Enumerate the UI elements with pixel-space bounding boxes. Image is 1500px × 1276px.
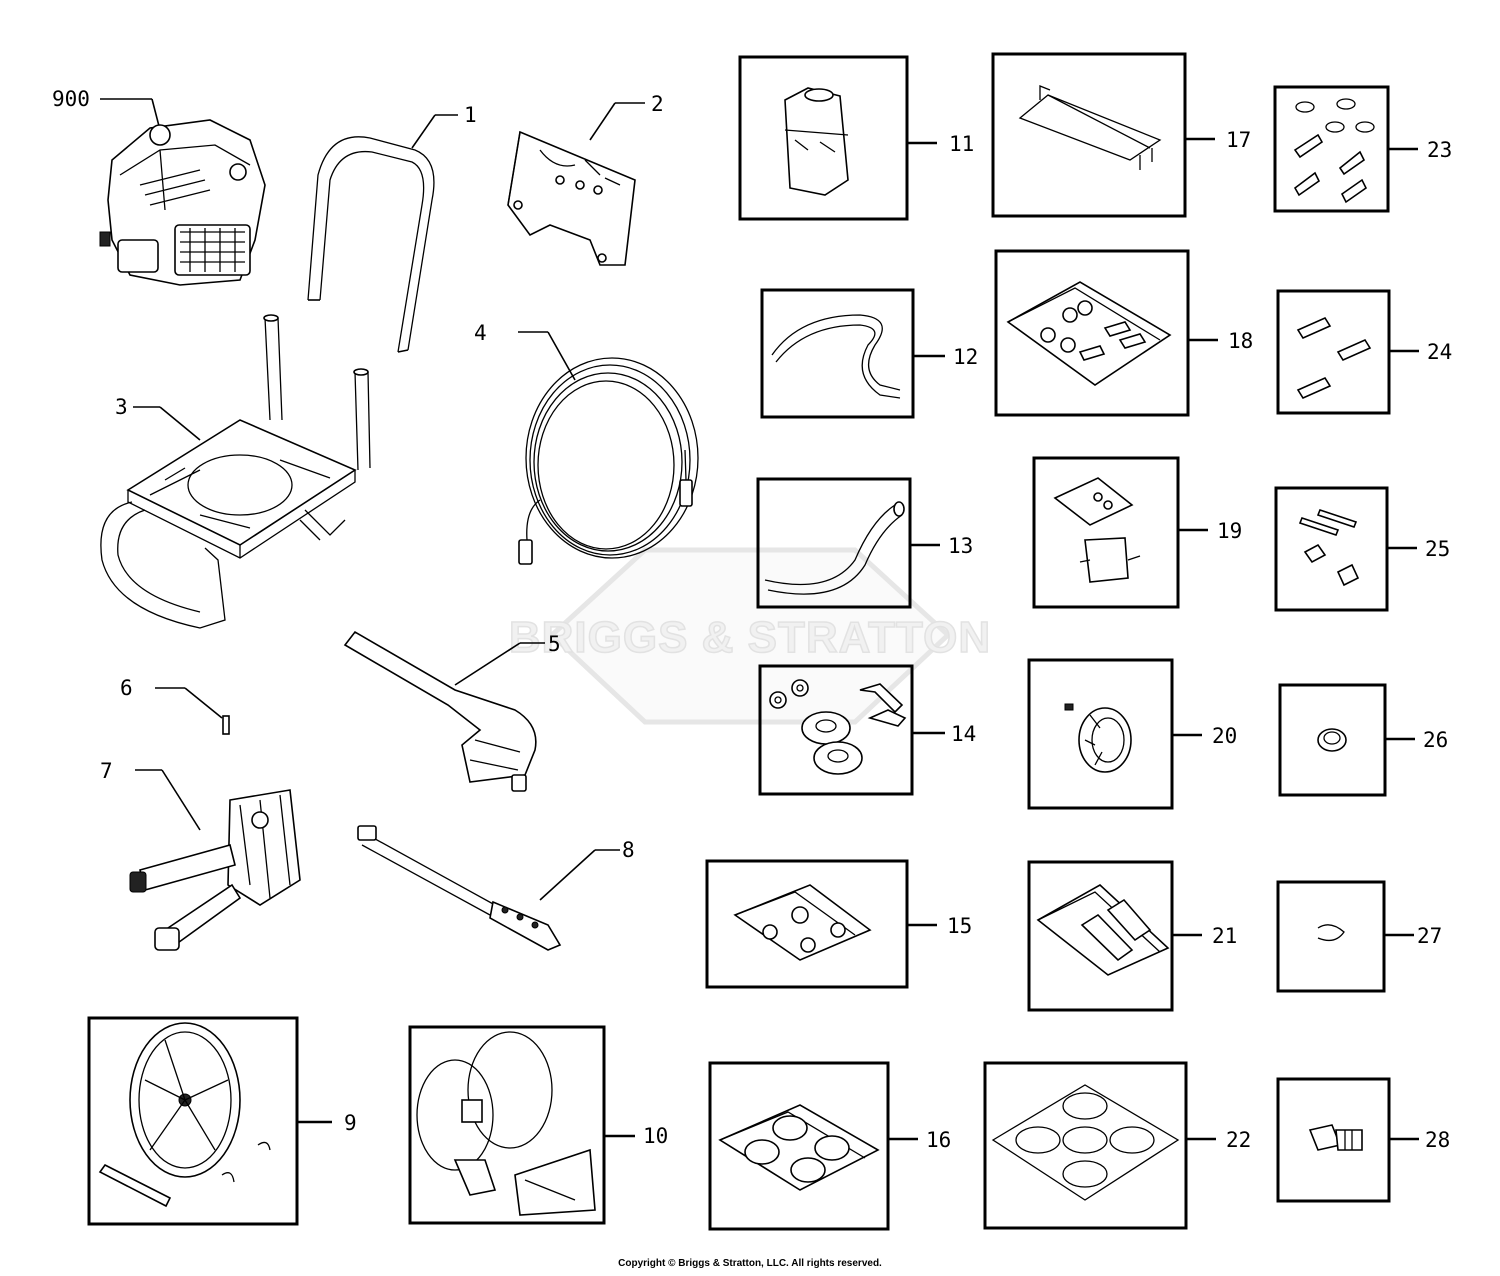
part-4[interactable]: 11 (738, 55, 974, 221)
callout-label-8: 25 (1425, 537, 1450, 561)
part-9[interactable]: 26 (1278, 683, 1448, 797)
part-26[interactable]: 6 (120, 676, 230, 735)
callout-label-24: 5 (548, 632, 561, 656)
callout-label-26: 6 (120, 676, 133, 700)
callout-label-4: 11 (949, 132, 974, 156)
part-17[interactable]: 12 (760, 288, 978, 419)
callout-label-15: 19 (1217, 519, 1242, 543)
callout-label-7: 24 (1427, 340, 1452, 364)
callout-label-25: 4 (474, 321, 487, 345)
part-5[interactable]: 17 (991, 52, 1251, 218)
part-2[interactable]: 1 (307, 103, 477, 353)
part-27[interactable]: 7 (100, 759, 301, 951)
callout-label-16: 18 (1228, 329, 1253, 353)
callout-label-5: 17 (1226, 128, 1251, 152)
callout-label-12: 22 (1226, 1128, 1251, 1152)
callout-label-14: 20 (1212, 724, 1237, 748)
part-18[interactable]: 13 (756, 477, 973, 609)
callout-label-27: 7 (100, 759, 113, 783)
part-6[interactable]: 23 (1273, 85, 1452, 213)
part-7[interactable]: 24 (1276, 289, 1452, 415)
part-16[interactable]: 18 (994, 249, 1253, 417)
part-20[interactable]: 15 (705, 859, 972, 989)
watermark: BRIGGS & STRATTON (508, 547, 991, 725)
part-12[interactable]: 22 (983, 1061, 1251, 1230)
callout-label-22: 10 (643, 1124, 668, 1148)
part-25[interactable]: 4 (474, 321, 699, 565)
callout-label-900: 900 (52, 87, 90, 111)
callout-label-23: 8 (622, 838, 635, 862)
part-23[interactable]: 8 (357, 825, 635, 951)
part-1[interactable]: 3 (100, 314, 371, 629)
part-28[interactable]: 9 (87, 1016, 357, 1226)
callout-label-10: 27 (1417, 924, 1442, 948)
part-22[interactable]: 10 (408, 1025, 668, 1225)
callout-label-18: 13 (948, 534, 973, 558)
callout-label-2: 1 (464, 103, 477, 127)
callout-label-20: 15 (947, 914, 972, 938)
part-13[interactable]: 21 (1027, 860, 1237, 1012)
callout-label-19: 14 (951, 722, 976, 746)
watermark-text: BRIGGS & STRATTON (509, 613, 991, 662)
part-15[interactable]: 19 (1032, 456, 1242, 609)
callout-label-9: 26 (1423, 728, 1448, 752)
part-11[interactable]: 28 (1276, 1077, 1450, 1203)
part-3[interactable]: 2 (507, 92, 664, 266)
callout-label-1: 3 (115, 395, 128, 419)
callout-label-13: 21 (1212, 924, 1237, 948)
part-10[interactable]: 27 (1276, 880, 1442, 993)
part-14[interactable]: 20 (1027, 658, 1237, 810)
part-8[interactable]: 25 (1274, 486, 1450, 612)
part-900[interactable]: 900 (52, 87, 266, 286)
callout-label-6: 23 (1427, 138, 1452, 162)
callout-label-3: 2 (651, 92, 664, 116)
part-19[interactable]: 14 (758, 664, 976, 796)
callout-label-17: 12 (953, 345, 978, 369)
copyright-notice: Copyright © Briggs & Stratton, LLC. All … (618, 1258, 882, 1269)
callout-label-21: 16 (926, 1128, 951, 1152)
part-24[interactable]: 5 (343, 630, 561, 792)
part-21[interactable]: 16 (708, 1061, 951, 1231)
callout-label-11: 28 (1425, 1128, 1450, 1152)
callout-label-28: 9 (344, 1111, 357, 1135)
